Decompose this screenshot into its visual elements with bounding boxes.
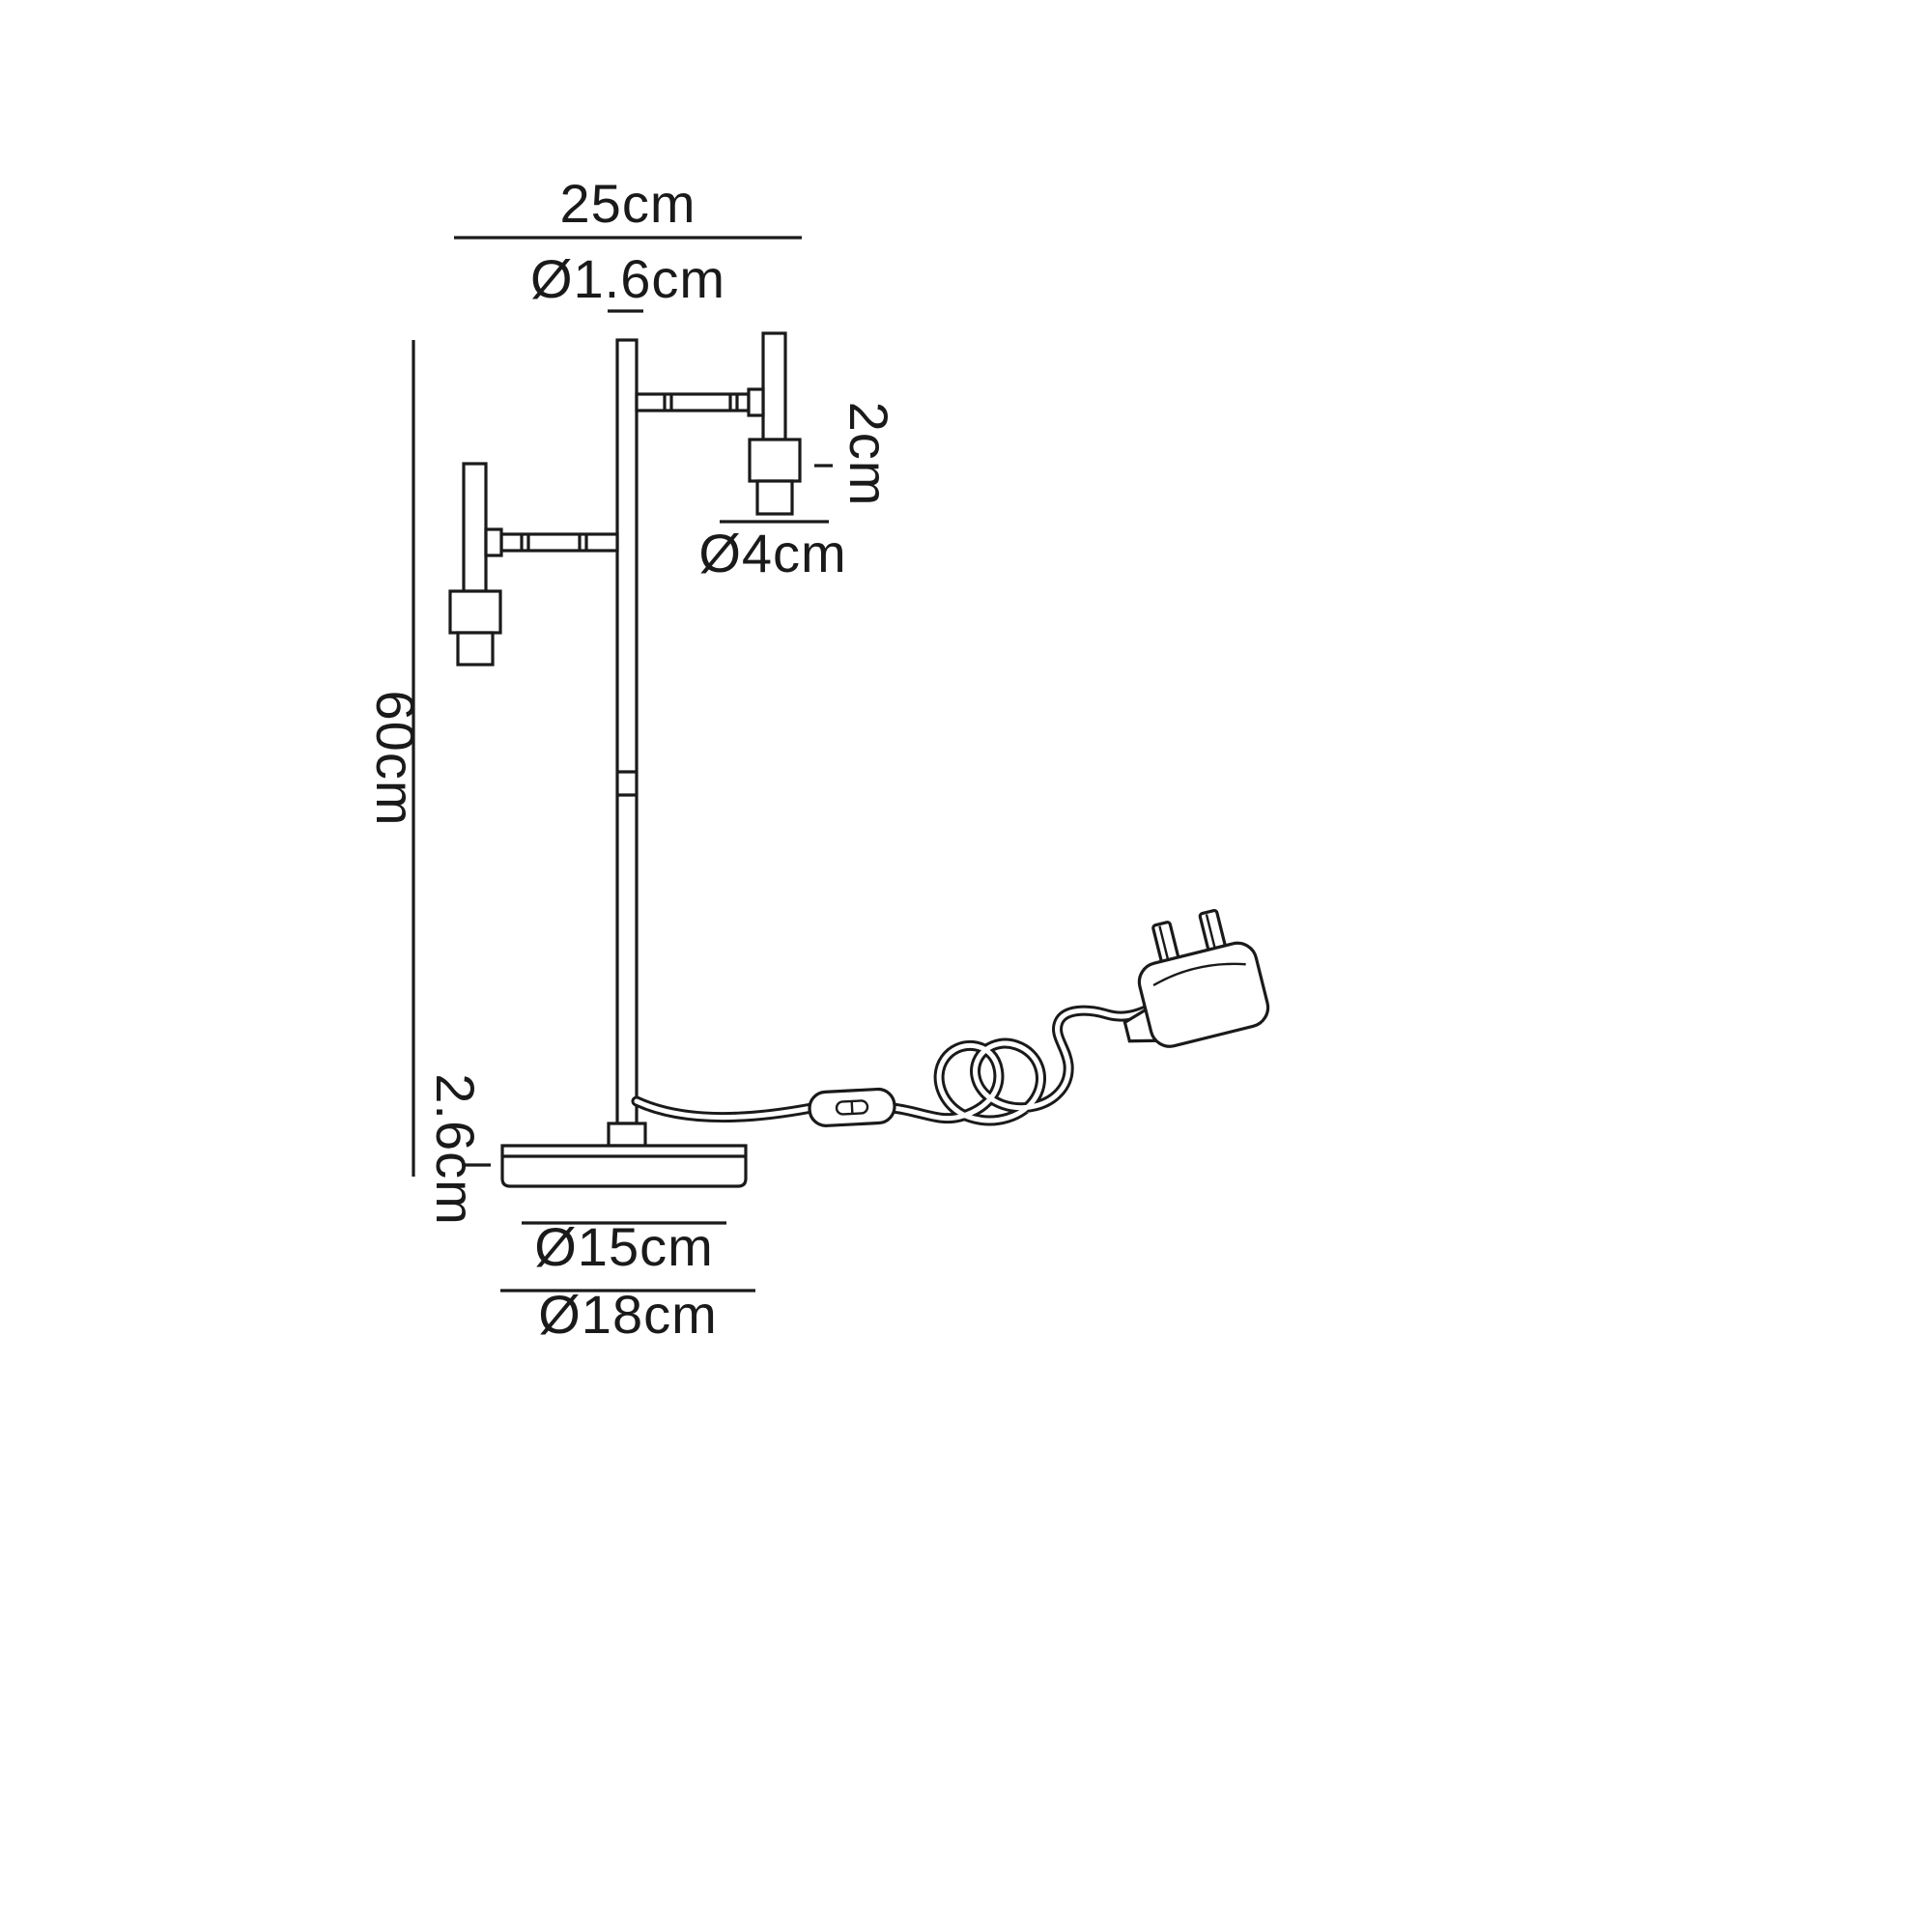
power-cord-coil bbox=[887, 1005, 1151, 1126]
head-height-label: 2cm bbox=[838, 402, 899, 507]
power-cord-segment-1-core bbox=[634, 1098, 814, 1121]
left-head-cylinder bbox=[462, 462, 488, 593]
width-label: 25cm bbox=[560, 173, 696, 234]
right-arm-connector bbox=[747, 387, 765, 417]
plug-body-face-line bbox=[1152, 962, 1246, 987]
plug-body bbox=[1137, 941, 1270, 1048]
power-cord-coil-core bbox=[890, 1008, 1149, 1123]
right-head-socket bbox=[748, 438, 802, 483]
left-arm bbox=[499, 532, 619, 553]
height-label: 60cm bbox=[365, 691, 426, 827]
base-plate bbox=[500, 1144, 748, 1188]
base-outer-diameter-label: Ø18cm bbox=[538, 1284, 718, 1345]
left-head-socket bbox=[448, 589, 502, 635]
left-arm-connector bbox=[484, 527, 503, 557]
right-head-cylinder bbox=[761, 331, 787, 441]
lamp-pole bbox=[615, 338, 639, 1125]
base-height-label: 2.6cm bbox=[425, 1073, 486, 1226]
base-top-diameter-label: Ø15cm bbox=[534, 1216, 714, 1277]
right-head-lampholder bbox=[755, 479, 794, 516]
pole-diameter-label: Ø1.6cm bbox=[530, 248, 725, 309]
left-head-lampholder bbox=[456, 631, 495, 667]
uk-plug bbox=[1122, 909, 1270, 1048]
head-diameter-label: Ø4cm bbox=[698, 523, 846, 583]
inline-switch bbox=[808, 1087, 896, 1127]
base-collar bbox=[607, 1122, 647, 1148]
switch-button-detail bbox=[850, 1100, 854, 1115]
